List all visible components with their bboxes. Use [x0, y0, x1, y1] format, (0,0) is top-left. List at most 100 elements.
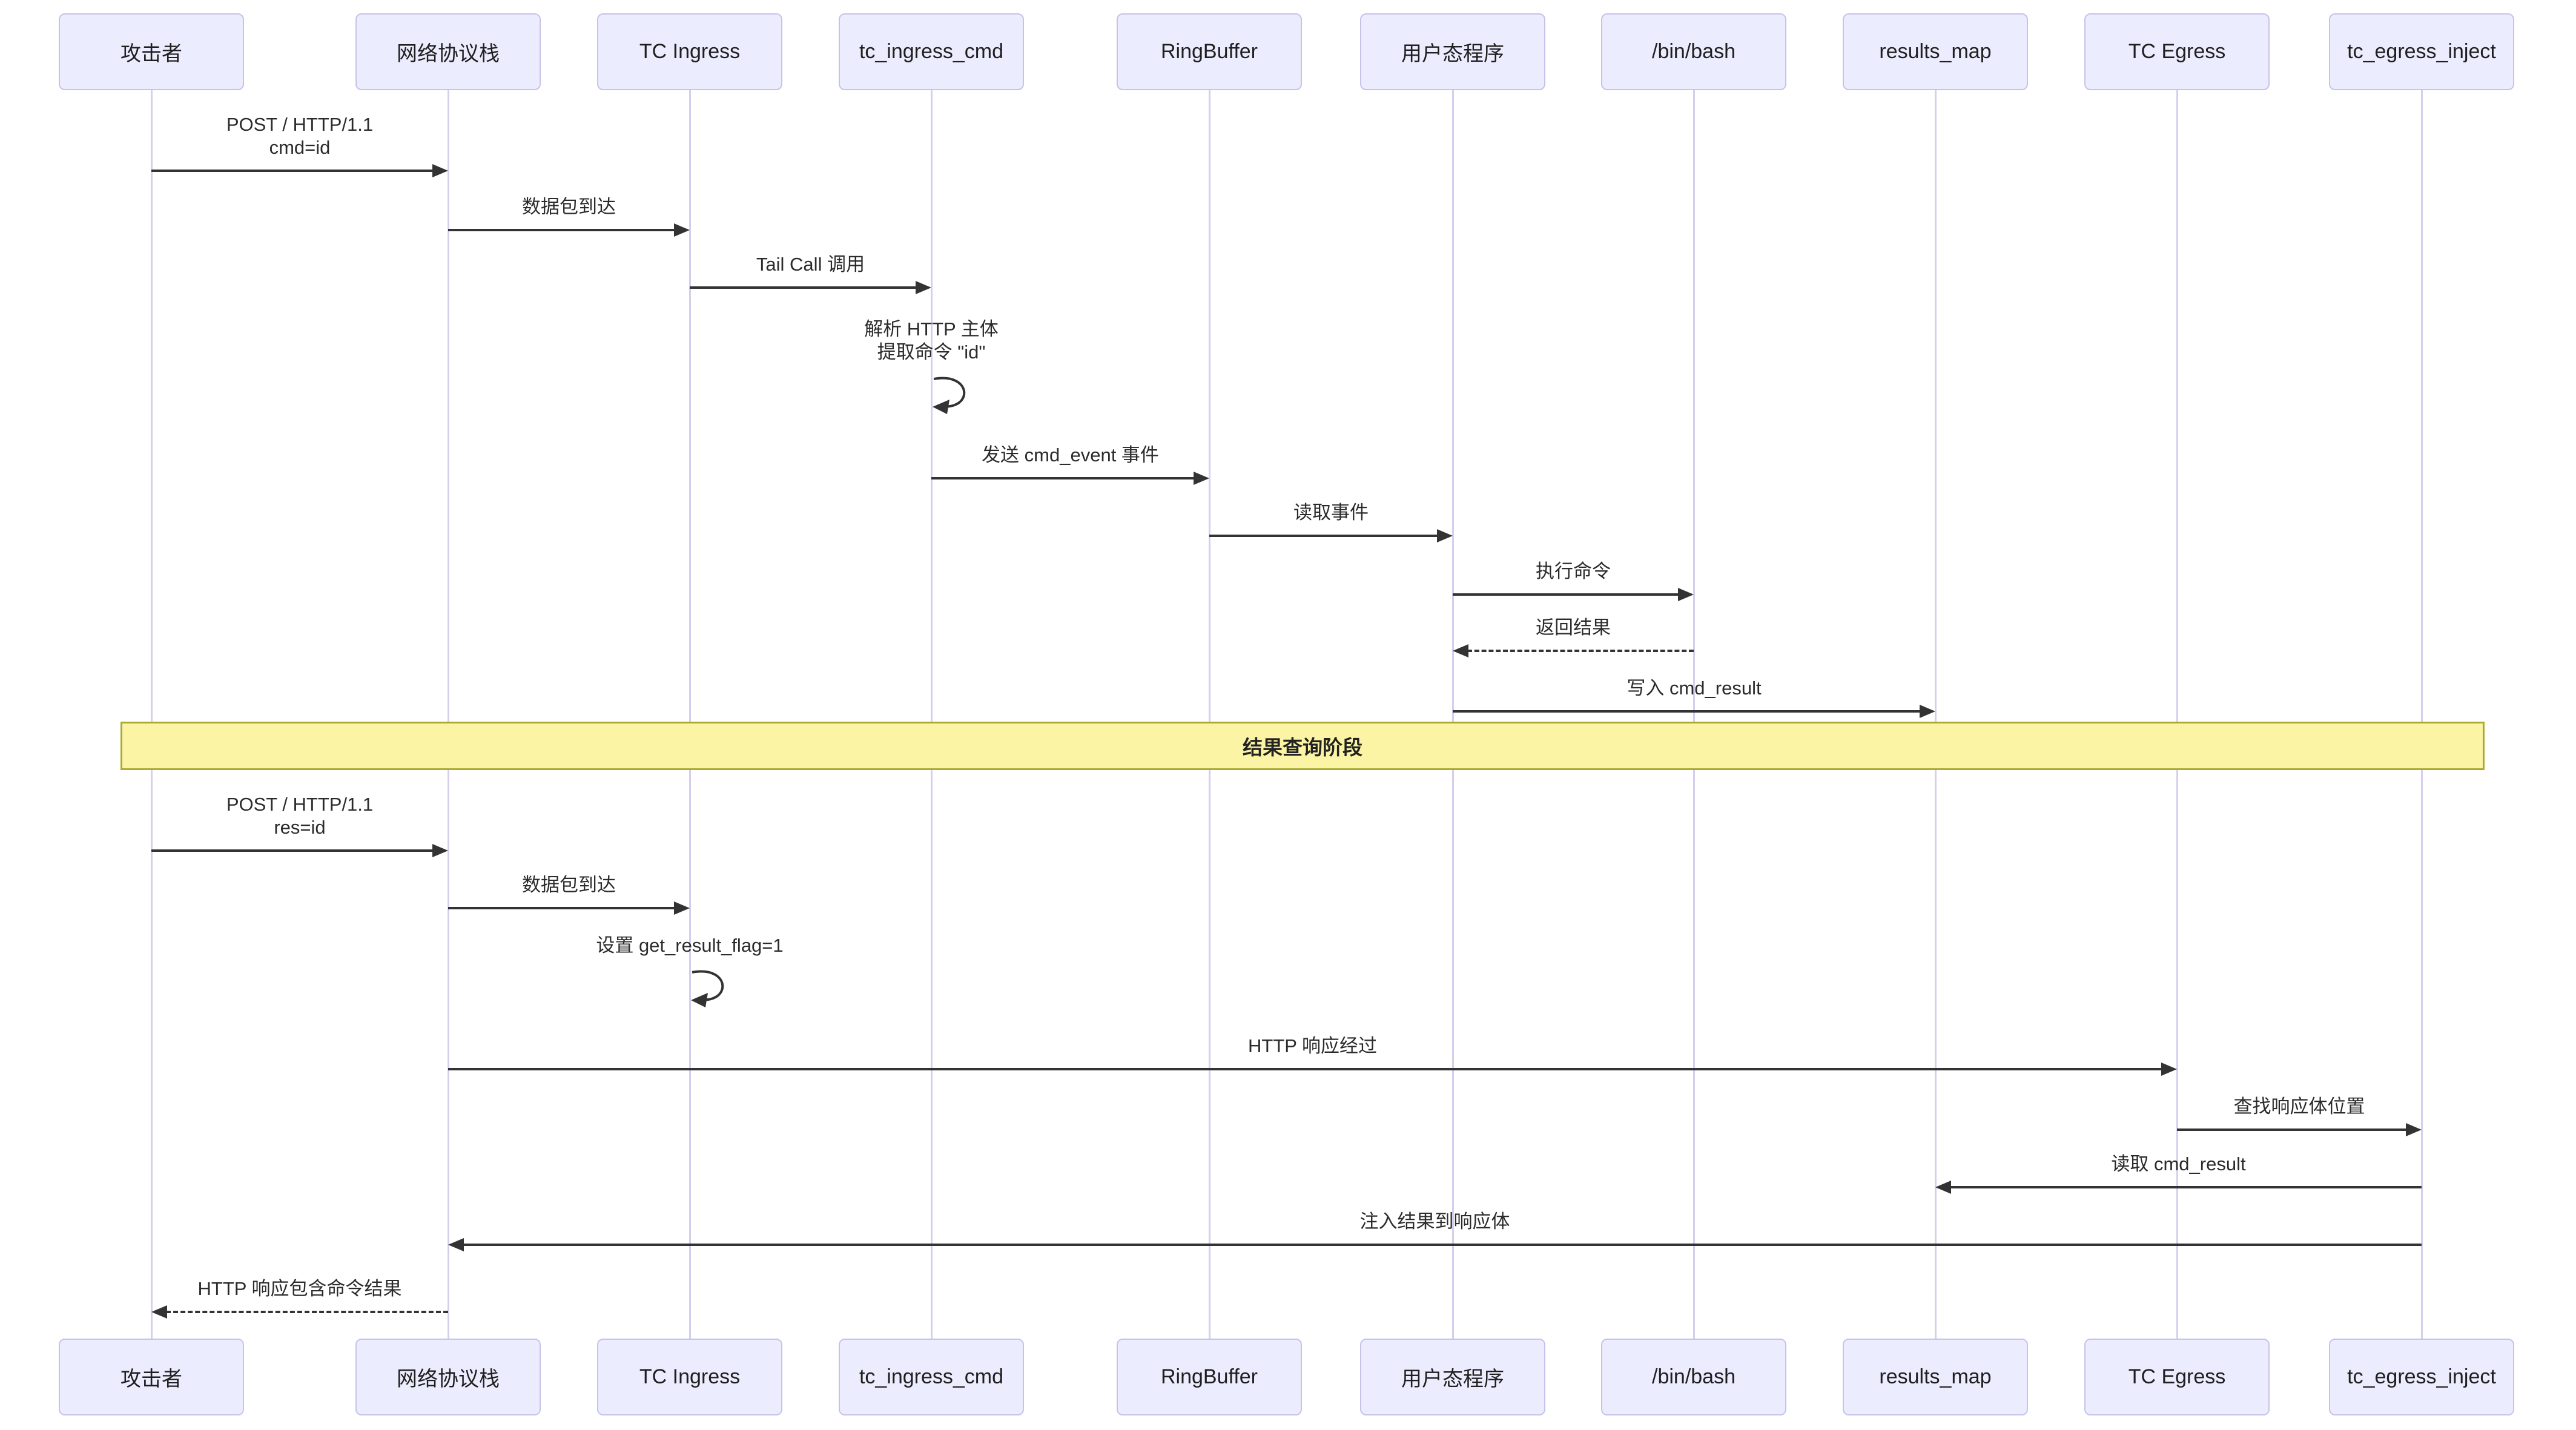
message-text: POST / HTTP/1.1 — [226, 114, 374, 135]
actor-label: TC Ingress — [639, 40, 741, 63]
message-arrowhead-icon — [1194, 472, 1209, 485]
actor-label: RingBuffer — [1160, 40, 1258, 63]
message-label: 返回结果 — [1453, 616, 1694, 639]
message-line — [463, 1244, 2422, 1246]
actor-top-box: RingBuffer — [1117, 13, 1302, 90]
actor-bottom-box: /bin/bash — [1601, 1339, 1786, 1415]
self-loop-arrow-icon — [691, 970, 724, 1007]
actor-bottom-box: RingBuffer — [1117, 1339, 1302, 1415]
actor-top-box: TC Ingress — [597, 13, 782, 90]
message-label: 解析 HTTP 主体提取命令 "id" — [659, 318, 1204, 364]
actor-label: TC Egress — [2128, 40, 2226, 63]
lifeline — [2176, 88, 2178, 1341]
message-text: 解析 HTTP 主体 — [864, 318, 999, 340]
message-arrowhead-icon — [1437, 529, 1453, 542]
message-text: POST / HTTP/1.1 — [226, 794, 374, 815]
actor-label: RingBuffer — [1160, 1365, 1258, 1388]
actor-label: 用户态程序 — [1401, 1368, 1504, 1391]
actor-label: /bin/bash — [1652, 1365, 1735, 1388]
actor-bottom-box: tc_ingress_cmd — [839, 1339, 1024, 1415]
message-arrowhead-icon — [2406, 1123, 2422, 1136]
actor-top-box: 用户态程序 — [1360, 13, 1545, 90]
message-line — [1453, 593, 1679, 596]
message-arrowhead-icon — [674, 901, 690, 915]
lifeline — [150, 88, 153, 1341]
message-arrowhead-icon — [916, 281, 931, 294]
message-arrowhead-icon — [432, 164, 448, 177]
message-text: 读取事件 — [1293, 502, 1369, 523]
message-text: HTTP 响应经过 — [1248, 1035, 1377, 1056]
message-text: 查找响应体位置 — [2233, 1096, 2365, 1117]
actor-bottom-box: 网络协议栈 — [355, 1339, 541, 1415]
message-label: 写入 cmd_result — [1453, 677, 1935, 700]
actor-label: 用户态程序 — [1401, 42, 1504, 65]
message-line — [1950, 1186, 2422, 1188]
actor-label: 攻击者 — [121, 1368, 182, 1391]
message-line — [448, 229, 675, 231]
self-loop-arrow-icon — [933, 377, 966, 414]
actor-top-box: TC Egress — [2084, 13, 2270, 90]
message-arrowhead-icon — [448, 1238, 464, 1251]
actor-bottom-box: 攻击者 — [59, 1339, 244, 1415]
message-arrowhead-icon — [1678, 588, 1694, 601]
message-text: cmd=id — [269, 137, 331, 158]
message-arrowhead-icon — [1935, 1181, 1951, 1194]
lifeline — [2420, 88, 2423, 1341]
actor-label: /bin/bash — [1652, 40, 1735, 63]
message-text: 注入结果到响应体 — [1359, 1211, 1510, 1232]
message-text: 设置 get_result_flag=1 — [596, 935, 784, 956]
message-line — [151, 170, 434, 172]
actor-bottom-box: 用户态程序 — [1360, 1339, 1545, 1415]
message-line — [2177, 1129, 2407, 1131]
actor-top-box: tc_egress_inject — [2329, 13, 2514, 90]
message-arrowhead-icon — [151, 1305, 167, 1319]
actor-top-box: 网络协议栈 — [355, 13, 541, 90]
actor-label: TC Egress — [2128, 1365, 2226, 1388]
message-label: 设置 get_result_flag=1 — [417, 934, 962, 957]
actor-top-box: /bin/bash — [1601, 13, 1786, 90]
actor-label: tc_ingress_cmd — [859, 1365, 1004, 1388]
message-arrowhead-icon — [1920, 705, 1935, 718]
actor-label: tc_egress_inject — [2347, 1365, 2496, 1388]
message-line — [1209, 535, 1438, 537]
actor-bottom-box: results_map — [1843, 1339, 2028, 1415]
actor-top-box: 攻击者 — [59, 13, 244, 90]
lifeline — [689, 88, 691, 1341]
message-text: 提取命令 "id" — [877, 341, 986, 363]
message-line — [448, 907, 675, 909]
message-text: 数据包到达 — [522, 874, 616, 895]
message-arrowhead-icon — [1453, 644, 1468, 657]
message-text: Tail Call 调用 — [756, 254, 865, 275]
message-arrowhead-icon — [2161, 1063, 2177, 1076]
message-line — [931, 477, 1195, 479]
phase-band: 结果查询阶段 — [121, 722, 2485, 770]
lifeline — [447, 88, 449, 1341]
phase-band-label: 结果查询阶段 — [1243, 736, 1362, 759]
actor-bottom-box: TC Ingress — [597, 1339, 782, 1415]
message-label: 数据包到达 — [448, 874, 690, 897]
actor-top-box: results_map — [1843, 13, 2028, 90]
message-line — [690, 286, 917, 289]
actor-bottom-box: TC Egress — [2084, 1339, 2270, 1415]
actor-label: 攻击者 — [121, 42, 182, 65]
message-text: 返回结果 — [1536, 617, 1611, 638]
actor-label: tc_egress_inject — [2347, 40, 2496, 63]
actor-top-box: tc_ingress_cmd — [839, 13, 1024, 90]
message-text: res=id — [274, 817, 326, 838]
message-text: 数据包到达 — [522, 196, 616, 217]
actor-label: 网络协议栈 — [397, 42, 500, 65]
actor-label: results_map — [1879, 40, 1992, 63]
lifeline — [1934, 88, 1937, 1341]
message-label: HTTP 响应包含命令结果 — [151, 1277, 448, 1300]
message-text: HTTP 响应包含命令结果 — [197, 1278, 402, 1299]
lifeline — [930, 88, 933, 1341]
actor-label: tc_ingress_cmd — [859, 40, 1004, 63]
lifeline — [1451, 88, 1454, 1341]
message-label: 查找响应体位置 — [2177, 1095, 2422, 1118]
message-label: Tail Call 调用 — [690, 253, 931, 276]
message-text: 执行命令 — [1536, 561, 1611, 582]
message-line — [448, 1068, 2162, 1070]
message-line — [166, 1311, 448, 1313]
